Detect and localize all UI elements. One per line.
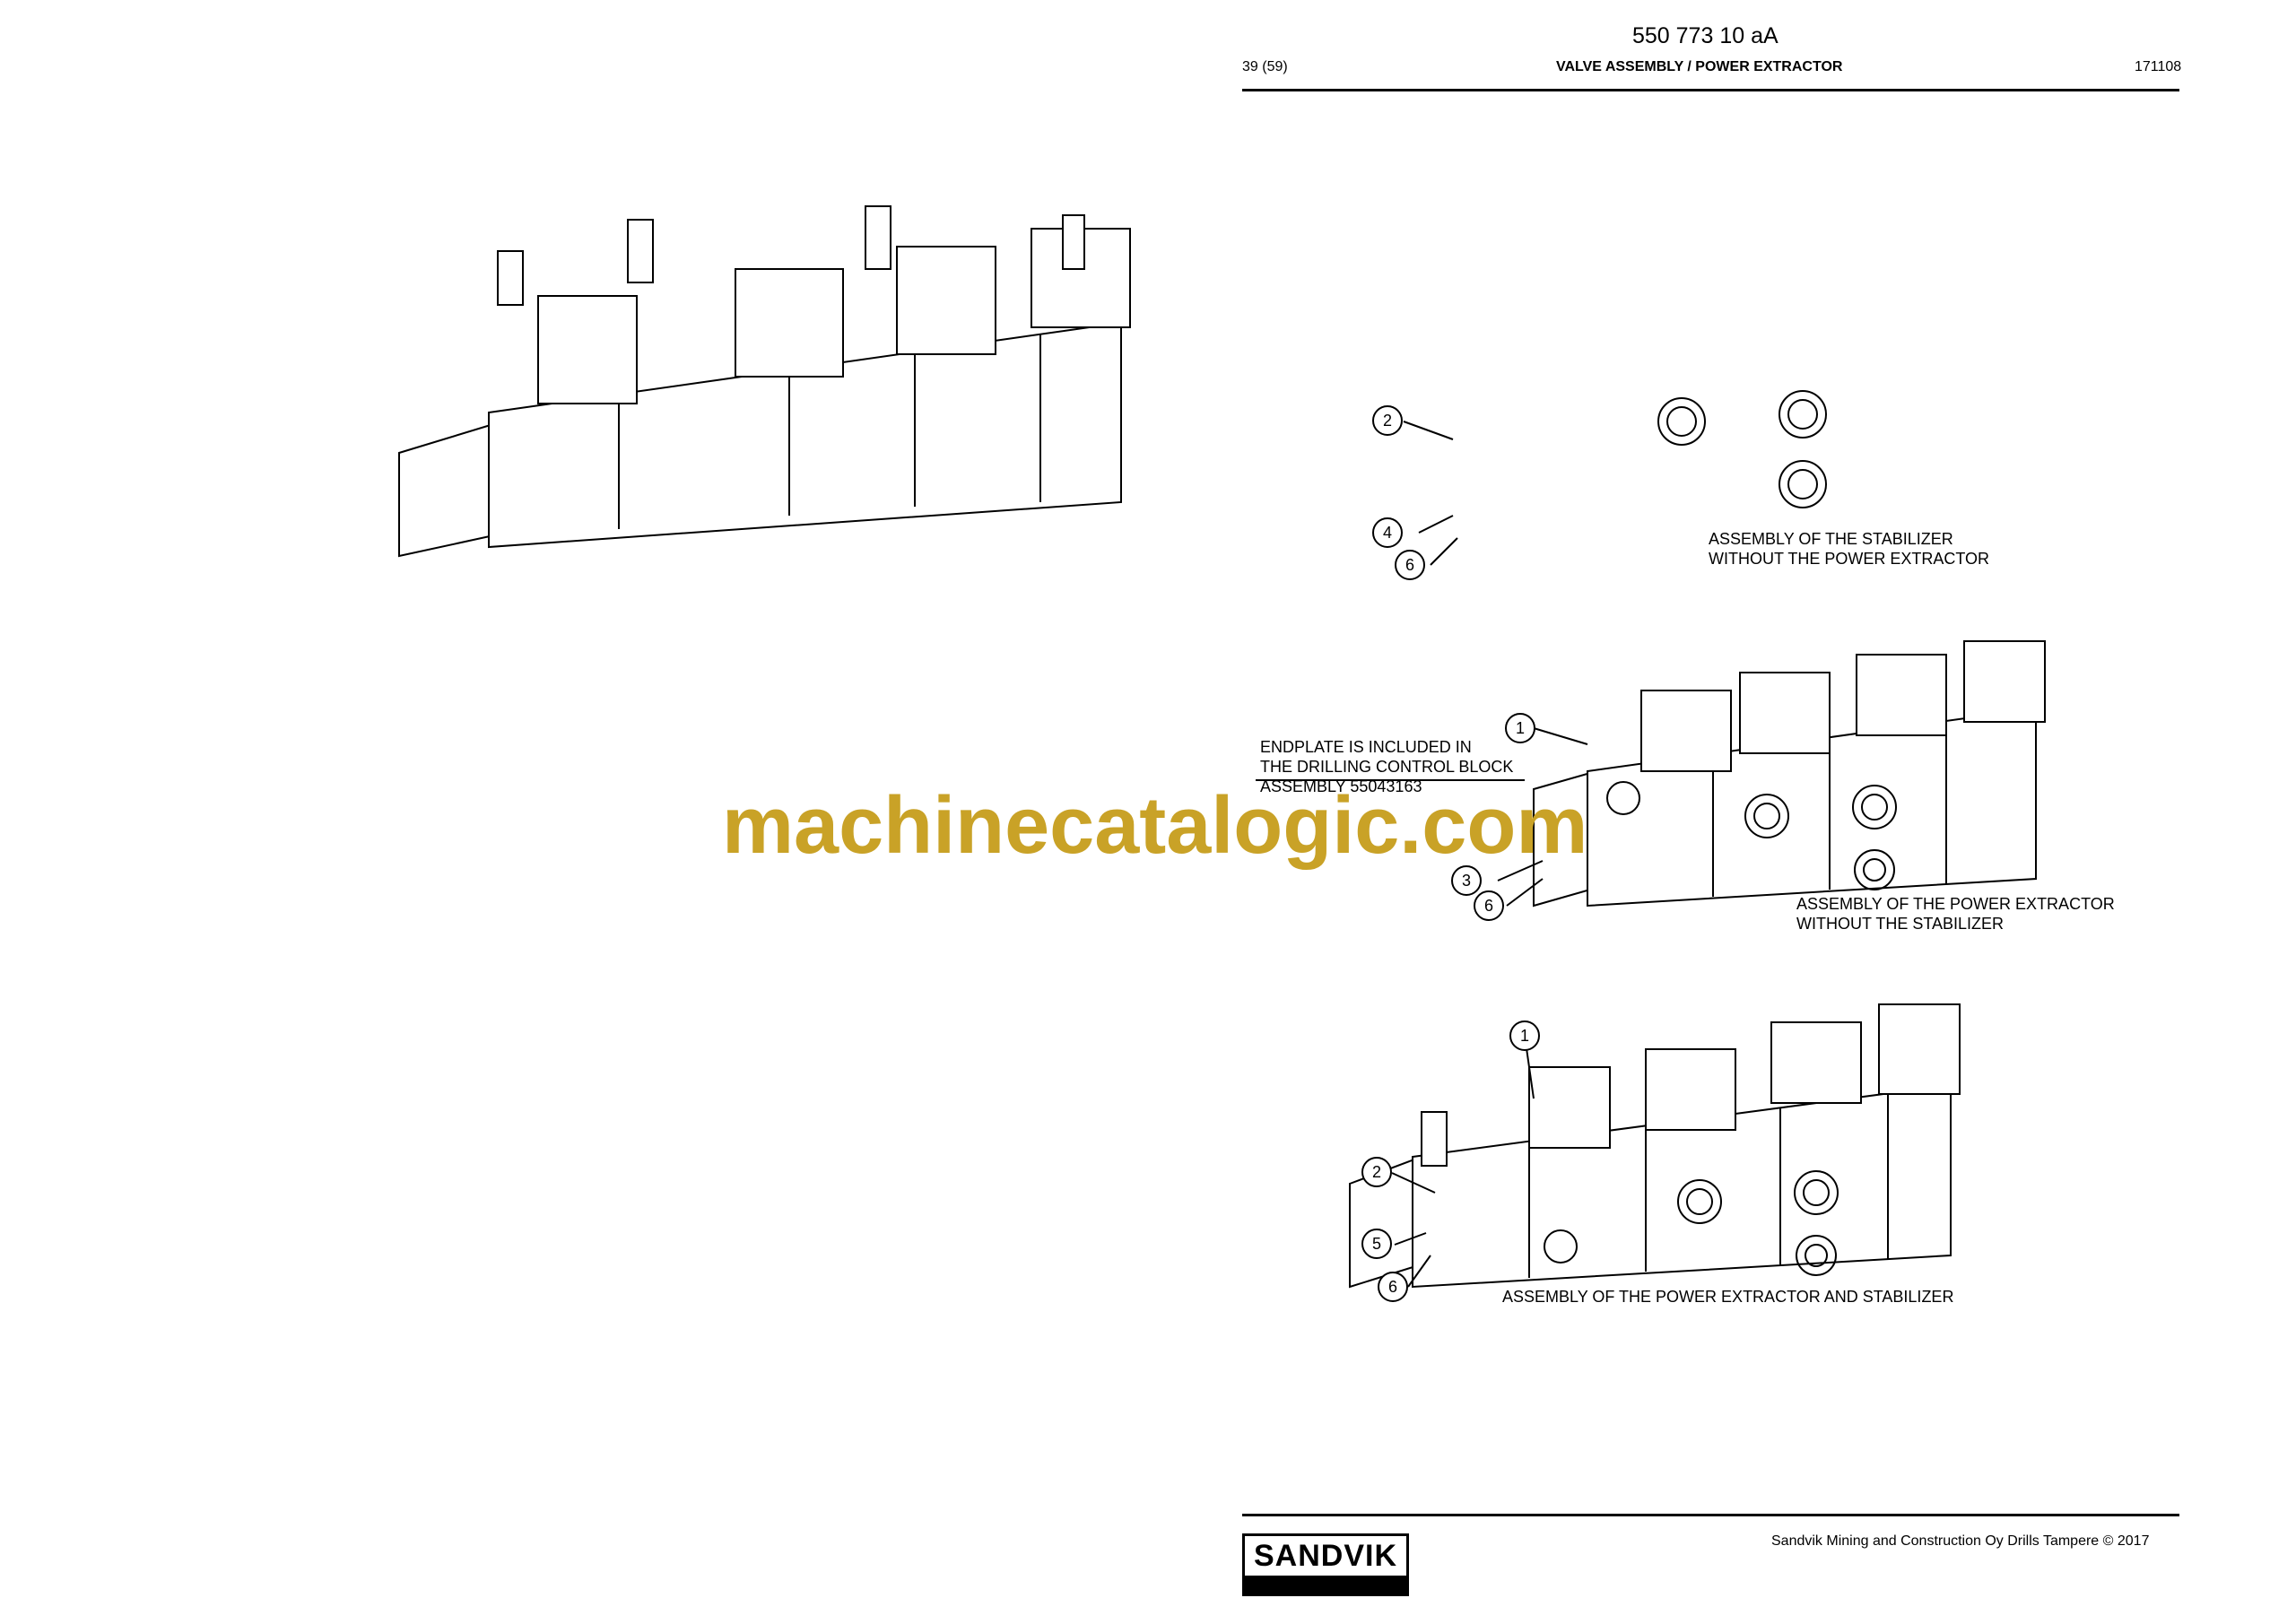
figure-1-caption: ASSEMBLY OF THE STABILIZER WITHOUT THE P…: [1709, 530, 1990, 568]
figure-3-caption: ASSEMBLY OF THE POWER EXTRACTOR AND STAB…: [1502, 1288, 1954, 1306]
logo-text: SANDVIK: [1253, 1539, 1398, 1573]
figure-2-note: ENDPLATE IS INCLUDED IN THE DRILLING CON…: [1260, 738, 1514, 795]
callout-6: 6: [1395, 550, 1425, 580]
document-date: 171108: [2135, 59, 2182, 74]
document-number: 550 773 10 aA: [1632, 23, 1779, 48]
figure-3-drawing: [1349, 1003, 1961, 1289]
figure-2-drawing: [1533, 640, 2046, 908]
logo-bar: [1245, 1576, 1406, 1594]
callout-1: 1: [1509, 1020, 1540, 1051]
header-rule: [1242, 89, 2179, 91]
callout-1: 1: [1505, 713, 1535, 743]
figure-2-caption: ASSEMBLY OF THE POWER EXTRACTOR WITHOUT …: [1796, 895, 2115, 933]
callout-5: 5: [1361, 1229, 1392, 1259]
footer-rule: [1242, 1514, 2179, 1516]
watermark: machinecatalogic.com: [722, 781, 1588, 871]
callout-2: 2: [1361, 1157, 1392, 1187]
page-number: 39 (59): [1242, 59, 1288, 74]
figure-1-drawing: [398, 205, 1827, 558]
callout-4: 4: [1372, 517, 1403, 548]
callout-6: 6: [1378, 1272, 1408, 1302]
sandvik-logo: SANDVIK: [1242, 1533, 1409, 1596]
callout-2: 2: [1372, 405, 1403, 436]
callout-6: 6: [1474, 890, 1504, 921]
callout-3: 3: [1451, 865, 1482, 896]
sheet-title: VALVE ASSEMBLY / POWER EXTRACTOR: [1556, 59, 1843, 74]
copyright-text: Sandvik Mining and Construction Oy Drill…: [1771, 1533, 2150, 1549]
